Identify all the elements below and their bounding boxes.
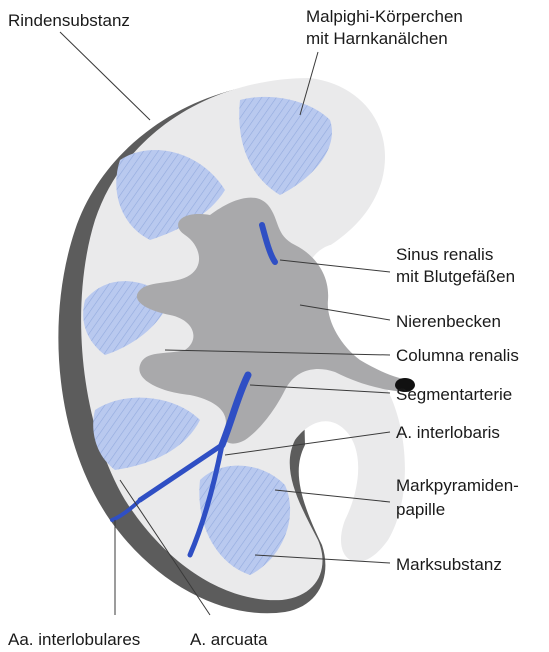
label-nierenbecken: Nierenbecken: [396, 312, 501, 331]
leader-rindensubstanz: [60, 32, 150, 120]
label-segmentarterie: Segmentarterie: [396, 385, 512, 404]
label-malpighi-1: Malpighi-Körperchen: [306, 7, 463, 26]
label-papille-2: papille: [396, 500, 445, 519]
label-columna: Columna renalis: [396, 346, 519, 365]
label-malpighi-2: mit Harnkanälchen: [306, 29, 448, 48]
label-interlobaris: A. interlobaris: [396, 423, 500, 442]
label-rindensubstanz: Rindensubstanz: [8, 11, 130, 30]
label-interlobulares: Aa. interlobulares: [8, 630, 140, 649]
label-marksubstanz: Marksubstanz: [396, 555, 502, 574]
label-sinus-1: Sinus renalis: [396, 245, 493, 264]
label-papille-1: Markpyramiden-: [396, 476, 519, 495]
label-arcuata: A. arcuata: [190, 630, 268, 649]
label-sinus-2: mit Blutgefäßen: [396, 267, 515, 286]
